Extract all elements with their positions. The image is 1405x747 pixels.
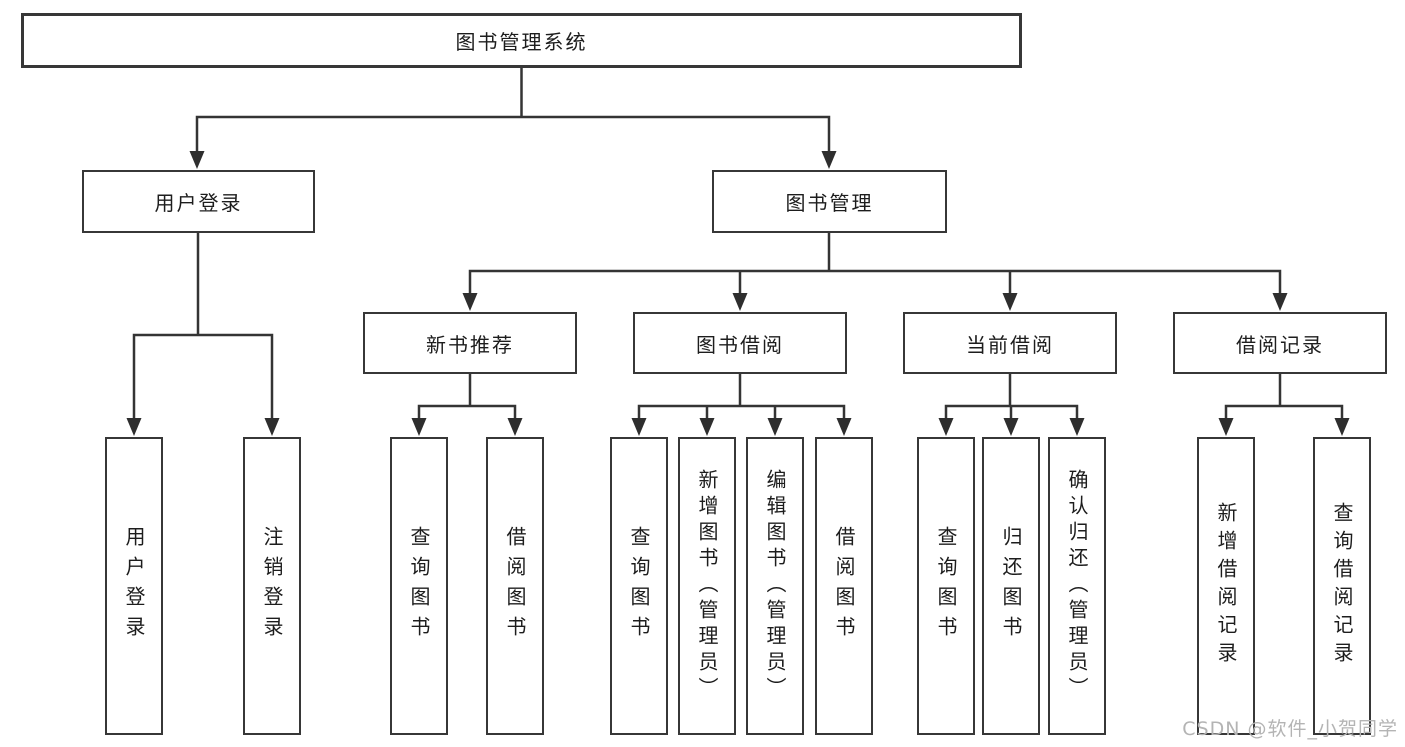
leaf-user-login-label: 用户登录 [122, 526, 146, 646]
arrowhead-icon [631, 418, 647, 436]
leaf-add-book-admin-label: 新增图书（管理员） [695, 469, 719, 703]
watermark: CSDN @软件_小贺同学 [1182, 718, 1398, 740]
connector-current-borrow-group [944, 372, 1079, 421]
arrowhead-icon [1272, 293, 1288, 311]
arrowhead-icon [126, 418, 142, 436]
leaf-search-books-recommend-label: 查询图书 [407, 526, 431, 646]
connector-book-management-group [468, 231, 1282, 296]
node-borrowing-records: 借阅记录 [1173, 312, 1387, 374]
node-library-management-system: 图书管理系统 [21, 13, 1022, 68]
arrowhead-icon [1334, 418, 1350, 436]
leaf-borrow-books-recommend: 借阅图书 [486, 437, 544, 735]
node-new-book-recommendation-label: 新书推荐 [426, 332, 514, 357]
node-book-borrowing: 图书借阅 [633, 312, 847, 374]
arrowhead-icon [411, 418, 427, 436]
arrowhead-icon [264, 418, 280, 436]
arrowhead-icon [1069, 418, 1085, 436]
arrowhead-icon [1218, 418, 1234, 436]
arrowhead-icon [189, 151, 205, 169]
connector-new-book-group [417, 372, 517, 421]
leaf-search-books-borrowing: 查询图书 [610, 437, 668, 735]
arrowhead-icon [767, 418, 783, 436]
connector-borrow-records-group [1224, 372, 1344, 421]
leaf-edit-book-admin: 编辑图书（管理员） [746, 437, 804, 735]
leaf-borrow-books-borrowing-label: 借阅图书 [832, 526, 856, 646]
arrowhead-icon [1002, 293, 1018, 311]
leaf-search-books-borrowing-label: 查询图书 [627, 526, 651, 646]
leaf-add-borrow-record: 新增借阅记录 [1197, 437, 1255, 735]
leaf-logout-label: 注销登录 [260, 526, 284, 646]
leaf-confirm-return-admin: 确认归还（管理员） [1048, 437, 1106, 735]
leaf-user-login: 用户登录 [105, 437, 163, 735]
node-borrowing-records-label: 借阅记录 [1236, 332, 1324, 357]
leaf-borrow-books-borrowing: 借阅图书 [815, 437, 873, 735]
arrowhead-icon [836, 418, 852, 436]
leaf-search-borrow-record: 查询借阅记录 [1313, 437, 1371, 735]
arrowhead-icon [507, 418, 523, 436]
node-book-borrowing-label: 图书借阅 [696, 332, 784, 357]
arrowhead-icons [126, 151, 1350, 436]
node-current-borrowing-label: 当前借阅 [966, 332, 1054, 357]
leaf-add-book-admin: 新增图书（管理员） [678, 437, 736, 735]
node-library-management-system-label: 图书管理系统 [455, 30, 588, 54]
arrowhead-icon [462, 293, 478, 311]
leaf-edit-book-admin-label: 编辑图书（管理员） [763, 469, 787, 703]
leaf-search-books-current: 查询图书 [917, 437, 975, 735]
node-book-management-label: 图书管理 [785, 191, 874, 215]
node-user-login: 用户登录 [82, 170, 315, 233]
leaf-logout: 注销登录 [243, 437, 301, 735]
arrowhead-icon [699, 418, 715, 436]
node-current-borrowing: 当前借阅 [903, 312, 1117, 374]
node-book-management: 图书管理 [712, 170, 947, 233]
arrowhead-icon [1003, 418, 1019, 436]
leaf-search-books-current-label: 查询图书 [934, 526, 958, 646]
connector-root-to-level2 [195, 66, 831, 154]
connector-user-login-group [132, 231, 274, 421]
arrowhead-icon [821, 151, 837, 169]
leaf-confirm-return-admin-label: 确认归还（管理员） [1065, 469, 1089, 703]
arrowhead-icon [732, 293, 748, 311]
leaf-search-books-recommend: 查询图书 [390, 437, 448, 735]
leaf-return-books-label: 归还图书 [999, 526, 1023, 646]
connector-borrowing-group [637, 372, 846, 421]
node-user-login-label: 用户登录 [154, 191, 243, 215]
connector-paths [132, 66, 1344, 421]
leaf-borrow-books-recommend-label: 借阅图书 [503, 526, 527, 646]
arrowhead-icon [938, 418, 954, 436]
leaf-return-books: 归还图书 [982, 437, 1040, 735]
leaf-add-borrow-record-label: 新增借阅记录 [1214, 502, 1238, 670]
node-new-book-recommendation: 新书推荐 [363, 312, 577, 374]
leaf-search-borrow-record-label: 查询借阅记录 [1330, 502, 1354, 670]
